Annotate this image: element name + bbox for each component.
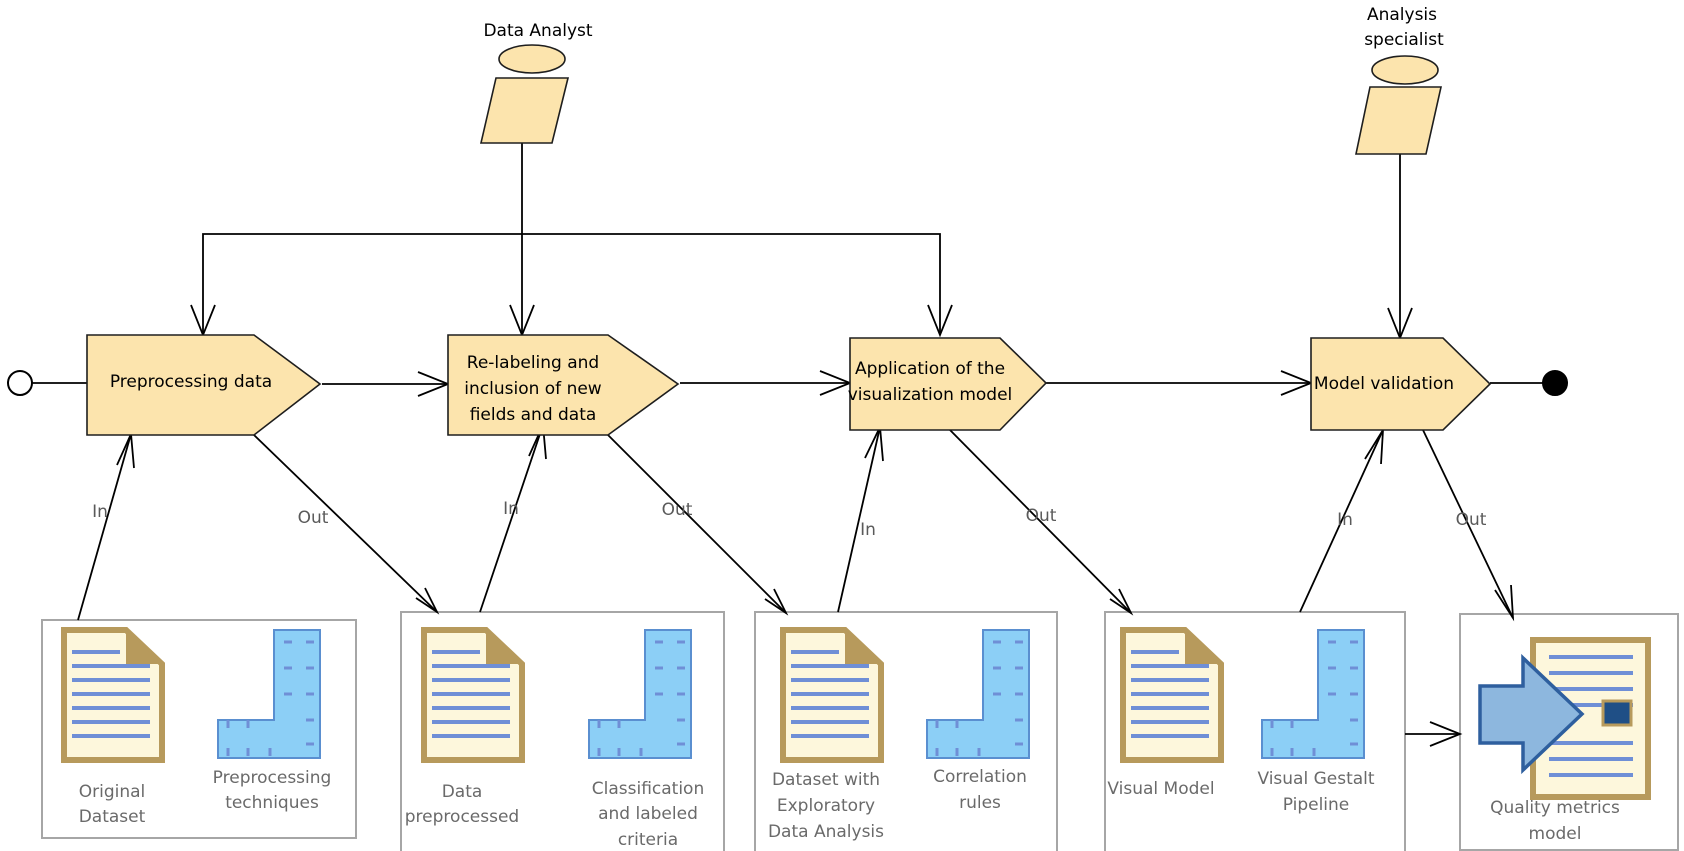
- document-icon: [1123, 630, 1221, 760]
- artifact-dataset-eda-label-2: Exploratory: [777, 796, 875, 816]
- actor-body-icon: [479, 77, 570, 144]
- start-event: [7, 370, 33, 396]
- edge-label-out: Out: [1026, 506, 1057, 526]
- process-relabeling-label-3: fields and data: [470, 405, 597, 425]
- edge-label-in: In: [92, 502, 108, 522]
- document-icon: [64, 630, 162, 760]
- process-relabeling: Re-labeling and inclusion of new fields …: [447, 334, 680, 436]
- edge-label-in: In: [860, 520, 876, 540]
- actor-analysis-specialist-label-2: specialist: [1364, 30, 1444, 50]
- artifact-dataset-eda-label-1: Dataset with: [772, 770, 880, 790]
- document-icon: [424, 630, 522, 760]
- artifact-correlation-rules-label-2: rules: [959, 793, 1001, 813]
- edge-label-out: Out: [1456, 510, 1487, 530]
- artifact-original-dataset-label-1: Original: [79, 782, 146, 802]
- actor-analysis-specialist-label-1: Analysis: [1367, 5, 1437, 25]
- artifact-visual-gestalt-label-2: Pipeline: [1283, 795, 1350, 815]
- artifact-preprocessing-techniques-label-2: techniques: [225, 793, 319, 813]
- actor-head-icon: [1371, 55, 1439, 85]
- process-validation: Model validation: [1310, 337, 1492, 431]
- document-icon: [783, 630, 881, 760]
- process-visualization: Application of the visualization model: [848, 337, 1048, 431]
- artifact-quality-metrics-label-1: Quality metrics: [1490, 798, 1620, 818]
- artifact-classification-label-2: and labeled: [598, 804, 698, 824]
- actor-body-icon: [1355, 86, 1442, 155]
- connectors: [30, 142, 1543, 735]
- edge-label-in: In: [1337, 510, 1353, 530]
- artifact-data-preprocessed-label-2: preprocessed: [405, 807, 519, 827]
- artifact-data-preprocessed-label-1: Data: [442, 782, 483, 802]
- artifact-visual-gestalt-label-1: Visual Gestalt: [1257, 769, 1374, 789]
- process-relabeling-label-1: Re-labeling and: [467, 353, 599, 373]
- actor-head-icon: [498, 44, 566, 74]
- artifact-preprocessing-techniques-label-1: Preprocessing: [213, 768, 332, 788]
- artifact-dataset-eda-label-3: Data Analysis: [768, 822, 884, 842]
- edge-labels: In Out In Out In Out In Out: [92, 499, 1487, 540]
- edge-label-out: Out: [662, 500, 693, 520]
- actor-data-analyst-label: Data Analyst: [483, 21, 592, 41]
- process-relabeling-label-2: inclusion of new: [464, 379, 602, 399]
- process-validation-label: Model validation: [1314, 374, 1454, 394]
- end-event: [1542, 370, 1568, 396]
- artifact-quality-metrics-label-2: model: [1529, 824, 1582, 844]
- process-visualization-label-2: visualization model: [848, 385, 1013, 405]
- artifact-original-dataset-label-2: Dataset: [79, 807, 146, 827]
- process-preprocessing: Preprocessing data: [86, 334, 322, 436]
- process-preprocessing-label: Preprocessing data: [110, 372, 272, 392]
- edge-label-out: Out: [298, 508, 329, 528]
- edge-label-in: In: [503, 499, 519, 519]
- artifact-correlation-rules-label-1: Correlation: [933, 767, 1027, 787]
- actor-data-analyst: Data Analyst: [479, 21, 593, 144]
- artifact-classification-label-1: Classification: [592, 779, 704, 799]
- artifact-visual-model-label: Visual Model: [1107, 779, 1214, 799]
- quality-metrics-icon: [1478, 637, 1651, 800]
- actor-analysis-specialist: Analysis specialist: [1355, 5, 1444, 155]
- process-visualization-label-1: Application of the: [855, 359, 1005, 379]
- artifact-classification-label-3: criteria: [618, 830, 678, 850]
